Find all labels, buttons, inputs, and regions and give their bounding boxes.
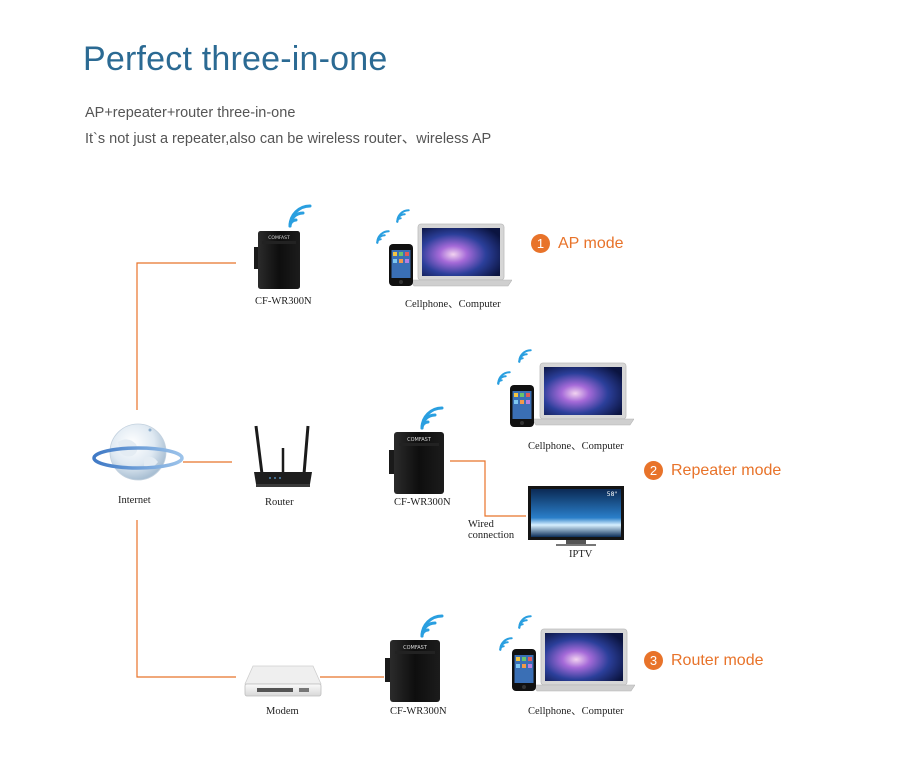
device-brand-text: COMFAST — [407, 437, 432, 443]
laptop-icon — [410, 223, 512, 287]
mode-ap: 1 AP mode — [531, 234, 624, 253]
mode-label: Repeater mode — [671, 461, 782, 479]
extender-device-icon: COMFAST — [254, 231, 300, 289]
device-label-repeater: CF-WR300N — [394, 497, 451, 508]
wifi-icon — [518, 615, 532, 629]
wifi-icon — [396, 209, 410, 223]
mode-number-badge: 1 — [531, 234, 550, 253]
subtitle-line-1: AP+repeater+router three-in-one — [85, 105, 296, 121]
wired-connection-label: Wired connection — [468, 519, 515, 541]
modem-label: Modem — [266, 706, 299, 717]
wifi-icon — [499, 637, 513, 651]
cellphone-icon — [510, 385, 534, 427]
tv-icon: 58" — [528, 486, 624, 546]
router-icon — [254, 425, 312, 487]
iptv-label: IPTV — [569, 549, 593, 560]
globe-icon — [92, 423, 184, 481]
mode-number-badge: 2 — [644, 461, 663, 480]
subtitle-line-2: It`s not just a repeater,also can be wir… — [85, 131, 492, 147]
clients-label-router: Cellphone、Computer — [528, 706, 624, 717]
device-label-ap: CF-WR300N — [255, 296, 312, 307]
wifi-icon — [420, 614, 444, 638]
extender-device-icon: COMFAST — [389, 432, 444, 494]
device-brand-text: COMFAST — [268, 235, 290, 241]
router-label: Router — [265, 497, 294, 508]
page-title: Perfect three-in-one — [83, 40, 388, 78]
mode-repeater: 2 Repeater mode — [644, 461, 781, 480]
clients-label-repeater: Cellphone、Computer — [528, 441, 624, 452]
wifi-icon — [497, 371, 511, 385]
extender-device-icon: COMFAST — [385, 640, 440, 702]
cellphone-icon — [512, 649, 536, 691]
mode-label: AP mode — [558, 234, 624, 252]
tv-size-badge: 58" — [607, 491, 618, 498]
modem-icon — [244, 665, 322, 697]
wifi-icon — [288, 204, 312, 228]
internet-label: Internet — [118, 495, 151, 506]
mode-router: 3 Router mode — [644, 651, 764, 670]
cellphone-icon — [389, 244, 413, 286]
clients-label-ap: Cellphone、Computer — [405, 299, 501, 310]
wifi-icon — [376, 230, 390, 244]
device-label-router: CF-WR300N — [390, 706, 447, 717]
mode-number-badge: 3 — [644, 651, 663, 670]
wifi-icon — [420, 406, 444, 430]
device-brand-text: COMFAST — [403, 645, 428, 651]
mode-label: Router mode — [671, 651, 764, 669]
wifi-icon — [518, 349, 532, 363]
laptop-icon — [532, 362, 634, 426]
laptop-icon — [533, 628, 635, 692]
